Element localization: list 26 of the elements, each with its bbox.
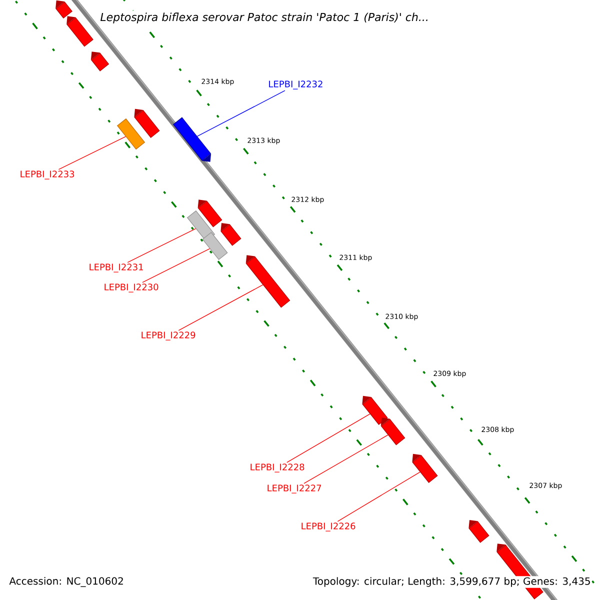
leader-line (127, 228, 196, 263)
gene-label: LEPBI_I2228 (250, 464, 304, 472)
title: Leptospira biflexa serovar Patoc strain 'Patoc 1 (Paris)' ch... (98, 10, 431, 26)
footer-text: Topology: circular; Length: 3,599,677 bp; Genes: 3,435 (312, 576, 592, 588)
gene-label: LEPBI_I2231 (90, 264, 143, 272)
gene-bar (246, 255, 290, 308)
gene-bar (66, 16, 94, 47)
leader-line (142, 248, 210, 283)
leader-line (304, 434, 388, 484)
leader-line (337, 472, 420, 522)
gene-label: LEPBI_I2226 (302, 522, 356, 532)
gene-label: LEPBI_I2230 (104, 284, 158, 292)
gene-bar (172, 117, 212, 162)
gene-label: LEPBI_I2233 (20, 170, 74, 180)
gene-bar (380, 418, 406, 446)
leader-line (286, 414, 370, 463)
gene-bar (468, 520, 490, 543)
gene-label: LEPBI_I2227 (268, 484, 322, 494)
footer-text: Accession: NC_010602 (8, 576, 125, 588)
gene-bar (198, 200, 222, 228)
leader-line (58, 136, 126, 170)
gene-label: LEPBI_I2232 (269, 80, 322, 90)
leader-line (196, 90, 286, 137)
gene-label: LEPBI_I2229 (142, 332, 196, 340)
gene-bar (220, 223, 242, 246)
leader-line (178, 284, 264, 331)
